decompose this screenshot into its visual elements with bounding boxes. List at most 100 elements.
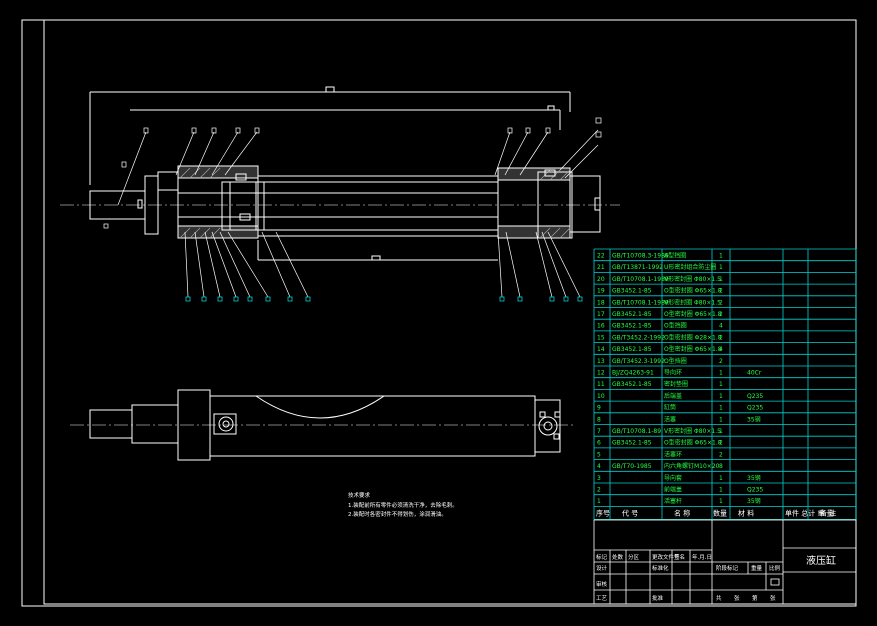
bom-cell-index: 21 (597, 264, 605, 271)
bom-header-cell: 备 注 (820, 508, 836, 517)
bom-cell-code: GB3452.1-85 (612, 346, 652, 353)
title-block-cell: 工艺 (596, 595, 608, 602)
title-block-cell: 审核 (596, 580, 608, 588)
bom-cell-material: 35钢 (747, 415, 761, 423)
title-block-cell: 标准化 (652, 564, 669, 572)
bom-cell-index: 11 (597, 381, 605, 388)
title-block-cell: 标记 (596, 553, 608, 561)
bom-cell-name: O型密封圈 Φ65×1.8 (664, 287, 722, 295)
bom-cell-index: 3 (597, 475, 601, 482)
bom-cell-code: GB3452.1-85 (612, 381, 652, 388)
bom-cell-qty: 1 (719, 264, 723, 271)
bom-cell-code: GB/T10708.1-1989 (612, 276, 669, 283)
outer-border (21, 19, 857, 607)
bom-cell-index: 15 (597, 334, 605, 341)
bom-cell-qty: 8 (719, 463, 723, 470)
bom-cell-index: 17 (597, 311, 605, 318)
bom-cell-name: V形密封圈 Φ80×1.5 (664, 275, 721, 283)
bom-cell-name: O型密封圈 Φ65×1.8 (664, 310, 722, 318)
title-block-cell: 张 (734, 594, 740, 602)
bom-cell-code: GB/T10708.1-1989 (612, 299, 669, 306)
bom-cell-code: GB3452.1-85 (612, 323, 652, 330)
bom-cell-qty: 1 (719, 405, 723, 412)
bom-cell-code: GB/T70-1985 (612, 463, 652, 470)
bom-cell-name: V形密封圈 Φ80×1.5 (664, 298, 721, 306)
title-block-cell: 张 (770, 594, 776, 602)
bom-cell-material: Q235 (747, 393, 763, 400)
bom-cell-index: 4 (597, 463, 601, 470)
bom-cell-name: 缸筒 (664, 404, 676, 412)
bom-cell-material: Q235 (747, 405, 763, 412)
title-block-cell: 批准 (652, 594, 664, 602)
bom-cell-code: BJ/ZQ4263-91 (612, 370, 654, 377)
bom-cell-name: 活塞环 (664, 450, 682, 458)
bom-cell-qty: 1 (719, 475, 723, 482)
bom-cell-name: O型密封圈 Φ28×1.8 (664, 333, 722, 341)
bom-cell-material: 40Cr (747, 370, 762, 377)
title-block-cell: 更改文件号 (652, 553, 680, 561)
item-markers-top (103, 117, 602, 229)
bom-cell-name: 内六角螺钉M10×20 (664, 462, 720, 470)
bom-cell-name: O型挡圈 (664, 322, 687, 330)
bom-cell-qty: 4 (719, 323, 723, 330)
tech-notes-heading: 技术要求 (348, 491, 371, 499)
bom-cell-qty: 2 (719, 299, 723, 306)
bom-cell-material: 35钢 (747, 497, 761, 505)
bom-cell-index: 13 (597, 358, 605, 365)
bom-cell-name: 密封垫圈 (664, 380, 688, 388)
bom-cell-name: O型密封圈 Φ65×1.8 (664, 345, 722, 353)
title-block-labels: 标记处数分区更改文件号签名年.月.日设计标准化审核工艺批准阶段标记重量比例共张第… (596, 553, 781, 602)
bom-cell-name: V形密封圈 Φ80×1.5 (664, 427, 721, 435)
title-block-cell: 分区 (628, 553, 640, 561)
bom-cell-index: 1 (597, 498, 601, 505)
bom-cell-qty: 2 (719, 358, 723, 365)
bom-cell-qty: 1 (719, 487, 723, 494)
bom-cell-qty: 2 (719, 288, 723, 295)
bom-cell-code: GB/T3452.3-1992 (612, 358, 665, 365)
bom-header-cell: 单件 总计 重 量 (785, 508, 834, 517)
bom-cell-qty: 1 (719, 416, 723, 423)
bom-cell-qty: 1 (719, 428, 723, 435)
bom-cell-index: 5 (597, 451, 601, 458)
title-block-cell: 重量 (751, 564, 763, 572)
drawing-title: 液压缸 (806, 554, 836, 567)
section-view (89, 86, 601, 261)
bom-cell-index: 12 (597, 370, 605, 377)
bom-cell-qty: 2 (719, 451, 723, 458)
bom-cell-material: 35钢 (747, 474, 761, 482)
bom-cell-qty: 4 (719, 346, 723, 353)
bom-cell-index: 18 (597, 299, 605, 306)
bom-cell-code: GB/T10708.3-1989 (612, 253, 669, 260)
bom-cell-index: 7 (597, 428, 601, 435)
bom-cell-code: GB3452.1-85 (612, 311, 652, 318)
bom-cell-code: GB3452.1-85 (612, 440, 652, 447)
bom-cell-index: 10 (597, 393, 605, 400)
bom-cell-name: 活塞 (664, 415, 676, 423)
bom-cell-qty: 1 (719, 393, 723, 400)
bom-cell-qty: 1 (719, 498, 723, 505)
title-block-cell: 年.月.日 (692, 553, 712, 561)
title-block-cell: 比例 (769, 564, 781, 572)
bom-cell-index: 9 (597, 405, 601, 412)
title-block-cell: 共 (716, 594, 722, 602)
bom-cell-code: GB/T10708.1-89 (612, 428, 661, 435)
bom-cell-name: 后端盖 (664, 392, 682, 400)
bom-header-cell: 材 料 (738, 508, 754, 517)
bom-cell-name: 导向套 (664, 474, 682, 482)
bom-cell-name: 导向环 (664, 369, 682, 377)
leader-lines-top (117, 129, 599, 298)
bom-header-cell: 代 号 (622, 508, 638, 517)
bom-cell-name: 前端盖 (664, 486, 682, 494)
tech-note-line-1: 1.装配前所有零件必须清洗干净，去除毛刺。 (348, 501, 458, 509)
bom-cell-index: 8 (597, 416, 601, 423)
bom-header-cell: 数量 (713, 508, 727, 517)
bom-cell-name: 活塞杆 (664, 497, 682, 505)
bom-cell-qty: 2 (719, 311, 723, 318)
title-block-cell: 设计 (596, 564, 608, 572)
bom-cell-index: 6 (597, 440, 601, 447)
bom-cell-index: 19 (597, 288, 605, 295)
bom-cell-code: GB3452.1-85 (612, 288, 652, 295)
bom-cell-qty: 1 (719, 253, 723, 260)
title-block-cell: 第 (752, 594, 758, 602)
